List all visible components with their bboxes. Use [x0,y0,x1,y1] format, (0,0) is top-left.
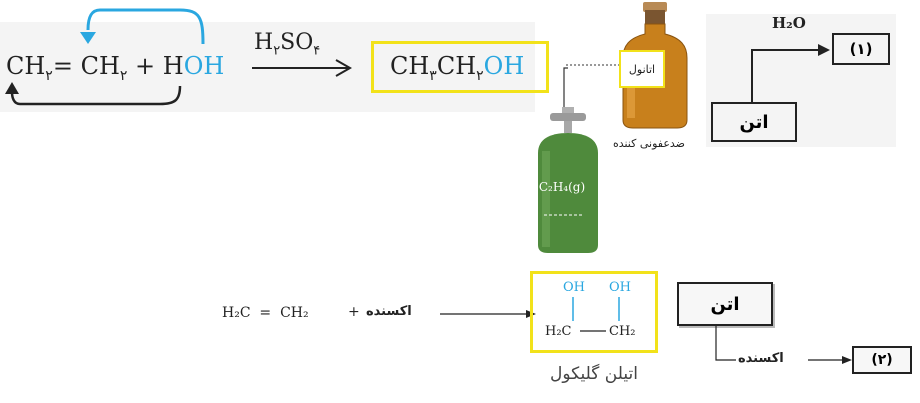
sub-2-left: ۲ [45,67,53,84]
ethene-reactant: H₂C = CH₂ [222,305,309,321]
cylinder-to-bottle-arrow-icon [563,67,568,112]
flow-bottom-reagent: اکسنده [738,351,784,366]
ch2-right: CH [80,52,120,80]
bottle-label-box: اتانول [619,50,665,88]
flow-top-product-box: (۱) [832,33,890,65]
catalyst-label: H۲SO۴ [254,30,321,59]
glycol-name: اتیلن گلیکول [550,364,638,384]
backbone-left: H₂C [545,324,572,339]
ethene-cylinder-icon [538,107,598,253]
water-oh: OH [183,52,225,80]
electron-arrows-icon [5,8,205,106]
reaction-arrow-icon [252,59,353,77]
ch2-left: CH [6,52,46,80]
oh-right: OH [609,280,631,295]
cylinder-label: C₂H₄(g) [538,180,586,194]
double-bond-sign: = [52,52,73,80]
sub-2-right: ۲ [119,67,128,84]
bottle-label: اتانول [628,62,656,76]
oh-left: OH [563,280,585,295]
flow-top-lines [751,44,830,102]
ethanol-formula: CH۳CH۲OH [390,52,525,84]
bottle-caption: ضدعفونی کننده [612,137,686,150]
flow-bottom-source-box: اتن [677,282,773,326]
backbone-right: CH₂ [609,324,636,339]
flow-top-reagent: H₂O [772,14,806,32]
ethene-hydration-reactants: CH۲= CH۲ + HOH [6,52,224,84]
oxidizer-label: اکسنده [366,304,412,319]
flow-top-source-box: اتن [711,102,797,142]
plus-sign: + [135,52,156,80]
water-h: H [162,52,184,80]
plus-sign-2: + [348,304,360,320]
ethanol-product-box: CH۳CH۲OH [371,41,549,93]
flow-bottom-product-box: (۲) [852,346,912,374]
flow-bottom-lines [715,326,852,364]
glycol-bonds [572,297,620,332]
glycol-product-box: OH OH H₂C CH₂ [530,271,658,353]
glycol-arrow-icon [440,310,536,318]
